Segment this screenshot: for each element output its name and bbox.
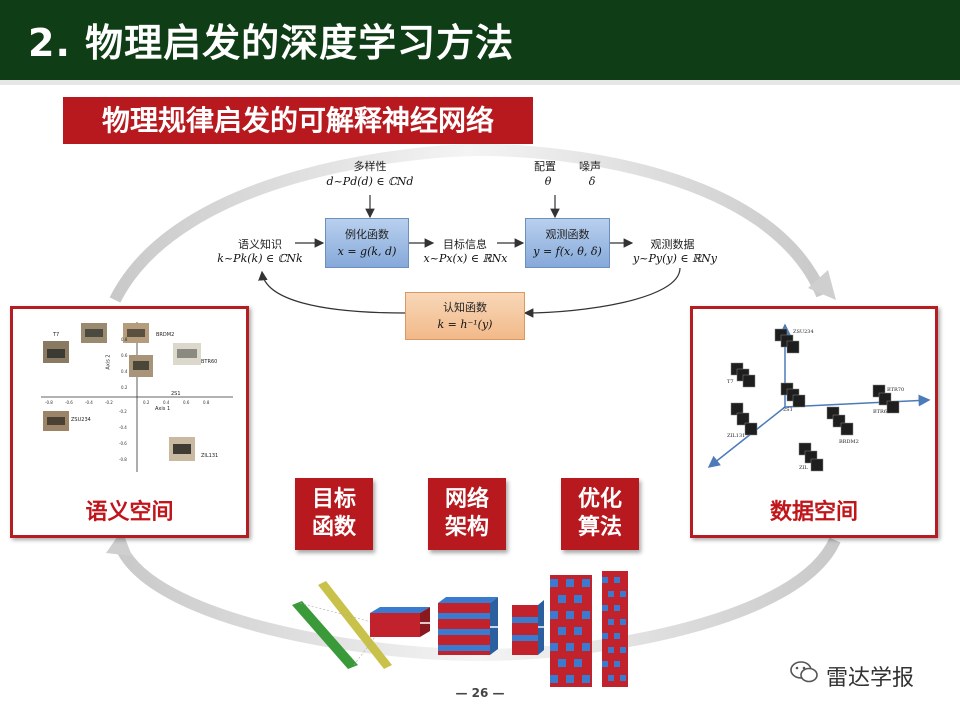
neural-network-illustration xyxy=(292,571,628,687)
semantic-knowledge-formula: k~Pk(k) ∈ ℂNk xyxy=(217,252,303,265)
cognitive-function-formula: k = h⁻¹(y) xyxy=(437,318,493,331)
legend-item-t7: T7 xyxy=(53,332,60,338)
cluster-label-zsu234: ZSU234 xyxy=(793,329,814,335)
y-tick: 0.6 xyxy=(121,353,128,358)
header-bar: 2. 物理启发的深度学习方法 xyxy=(0,0,960,80)
observation-function-title: 观测函数 xyxy=(545,228,590,241)
data-space-panel: ZSU234 T7 2S1 ZIL131 BRDM2 BTR60 BTR70 Z… xyxy=(690,306,938,538)
box-line: 目标 xyxy=(311,487,356,512)
box-line: 算法 xyxy=(577,515,622,540)
data-space-plot xyxy=(707,323,931,472)
noise-label: 噪声 xyxy=(579,160,601,173)
cluster-label-2s1: 2S1 xyxy=(783,407,793,413)
y-tick: -0.4 xyxy=(119,425,127,430)
theta-symbol: θ xyxy=(544,175,552,188)
cluster-label-btr60: BTR60 xyxy=(873,409,891,415)
delta-symbol: δ xyxy=(588,175,596,188)
x-tick: 0.6 xyxy=(183,400,190,405)
wechat-icon xyxy=(790,660,818,684)
y-tick: -0.6 xyxy=(119,441,127,446)
box-line: 网络 xyxy=(444,487,489,512)
instantiation-function-title: 例化函数 xyxy=(345,228,389,241)
cognitive-function-box: 认知函数 k = h⁻¹(y) xyxy=(405,292,525,340)
legend-item-btr60: BTR60 xyxy=(201,359,218,365)
watermark-text: 雷达学报 xyxy=(826,666,915,691)
x-tick: 0.2 xyxy=(143,400,150,405)
legend-item-zsu234: ZSU234 xyxy=(71,417,91,423)
config-label: 配置 xyxy=(534,160,556,173)
data-space-label: 数据空间 xyxy=(769,500,858,525)
semantic-space-panel: T7 BRDM2 BTR60 2S1 ZSU234 ZIL131 Axis 1 … xyxy=(10,306,249,538)
observation-function-box: 观测函数 y = f(x, θ, δ) xyxy=(525,218,610,268)
y-tick: -0.2 xyxy=(119,409,127,414)
box-line: 架构 xyxy=(444,515,489,540)
observed-data-formula: y~Py(y) ∈ ℝNy xyxy=(633,252,717,265)
x-tick: 0.8 xyxy=(203,400,210,405)
box-line: 优化 xyxy=(577,487,622,512)
flow-diagram: 多样性 d~Pd(d) ∈ ℂNd 配置 噪声 θ δ 语义知识 k~Pk(k)… xyxy=(200,150,760,345)
x-tick: -0.4 xyxy=(85,400,93,405)
diversity-label: 多样性 xyxy=(353,160,387,173)
section-subtitle: 物理规律启发的可解释神经网络 xyxy=(63,97,533,144)
instantiation-function-formula: x = g(k, d) xyxy=(337,245,397,258)
semantic-knowledge-label: 语义知识 xyxy=(238,238,282,251)
network-architecture-box: 网络架构 xyxy=(428,478,506,550)
observed-data-label: 观测数据 xyxy=(650,238,695,251)
y-tick: 0.8 xyxy=(121,337,128,342)
x-tick: -0.8 xyxy=(45,400,53,405)
semantic-space-label: 语义空间 xyxy=(85,500,174,525)
optimization-algorithm-box: 优化算法 xyxy=(561,478,639,550)
y-tick: 0.4 xyxy=(121,369,128,374)
semantic-scatter-plot xyxy=(41,322,233,472)
cognitive-function-title: 认知函数 xyxy=(443,301,487,314)
cluster-label-zil: ZIL xyxy=(799,465,808,471)
x-tick: -0.2 xyxy=(105,400,113,405)
page-title: 2. 物理启发的深度学习方法 xyxy=(28,21,515,65)
cluster-label-btr70: BTR70 xyxy=(887,387,905,393)
y-tick: -0.8 xyxy=(119,457,127,462)
box-line: 函数 xyxy=(311,515,356,540)
objective-function-box: 目标函数 xyxy=(295,478,373,550)
header-divider xyxy=(0,80,960,85)
y-axis-label: Axis 2 xyxy=(105,354,112,370)
legend-item-2s1: 2S1 xyxy=(171,391,181,397)
flow-arrows xyxy=(258,195,681,318)
x-tick: 0.4 xyxy=(163,400,170,405)
y-tick: 0.2 xyxy=(121,385,128,390)
x-axis-label: Axis 1 xyxy=(155,406,171,412)
cluster-label-brdm2: BRDM2 xyxy=(839,439,859,445)
cluster-label-zil131: ZIL131 xyxy=(727,433,746,439)
diversity-formula: d~Pd(d) ∈ ℂNd xyxy=(326,175,414,188)
x-tick: -0.6 xyxy=(65,400,73,405)
instantiation-function-box: 例化函数 x = g(k, d) xyxy=(325,218,409,268)
observation-function-formula: y = f(x, θ, δ) xyxy=(533,245,602,258)
legend-item-zil131: ZIL131 xyxy=(201,453,219,459)
page-number: — 26 — xyxy=(455,686,505,700)
legend-item-brdm2: BRDM2 xyxy=(156,332,175,338)
target-info-label: 目标信息 xyxy=(443,238,487,251)
target-info-formula: x~Px(x) ∈ ℝNx xyxy=(423,252,508,265)
cluster-label-t7: T7 xyxy=(727,379,734,385)
